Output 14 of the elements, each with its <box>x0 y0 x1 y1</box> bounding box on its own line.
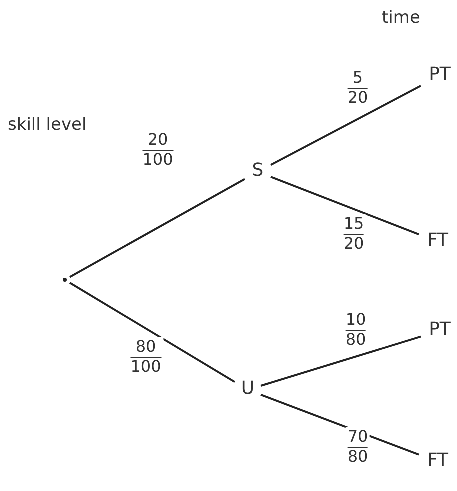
axis-heading: time <box>382 8 422 28</box>
tree-node-label: U <box>238 378 258 402</box>
axis-heading: skill level <box>8 115 87 135</box>
tree-node-label: PT <box>424 64 456 88</box>
branch-line <box>270 85 422 166</box>
branch-line <box>69 282 236 384</box>
branch-line <box>270 176 420 236</box>
tree-node-label: S <box>248 160 268 184</box>
tree-node-label: FT <box>422 230 454 254</box>
branch-point <box>63 278 67 282</box>
tree-node-label: PT <box>424 319 456 343</box>
tree-node-label: FT <box>422 450 454 474</box>
branch-line <box>70 178 246 278</box>
branch-line <box>260 336 422 387</box>
